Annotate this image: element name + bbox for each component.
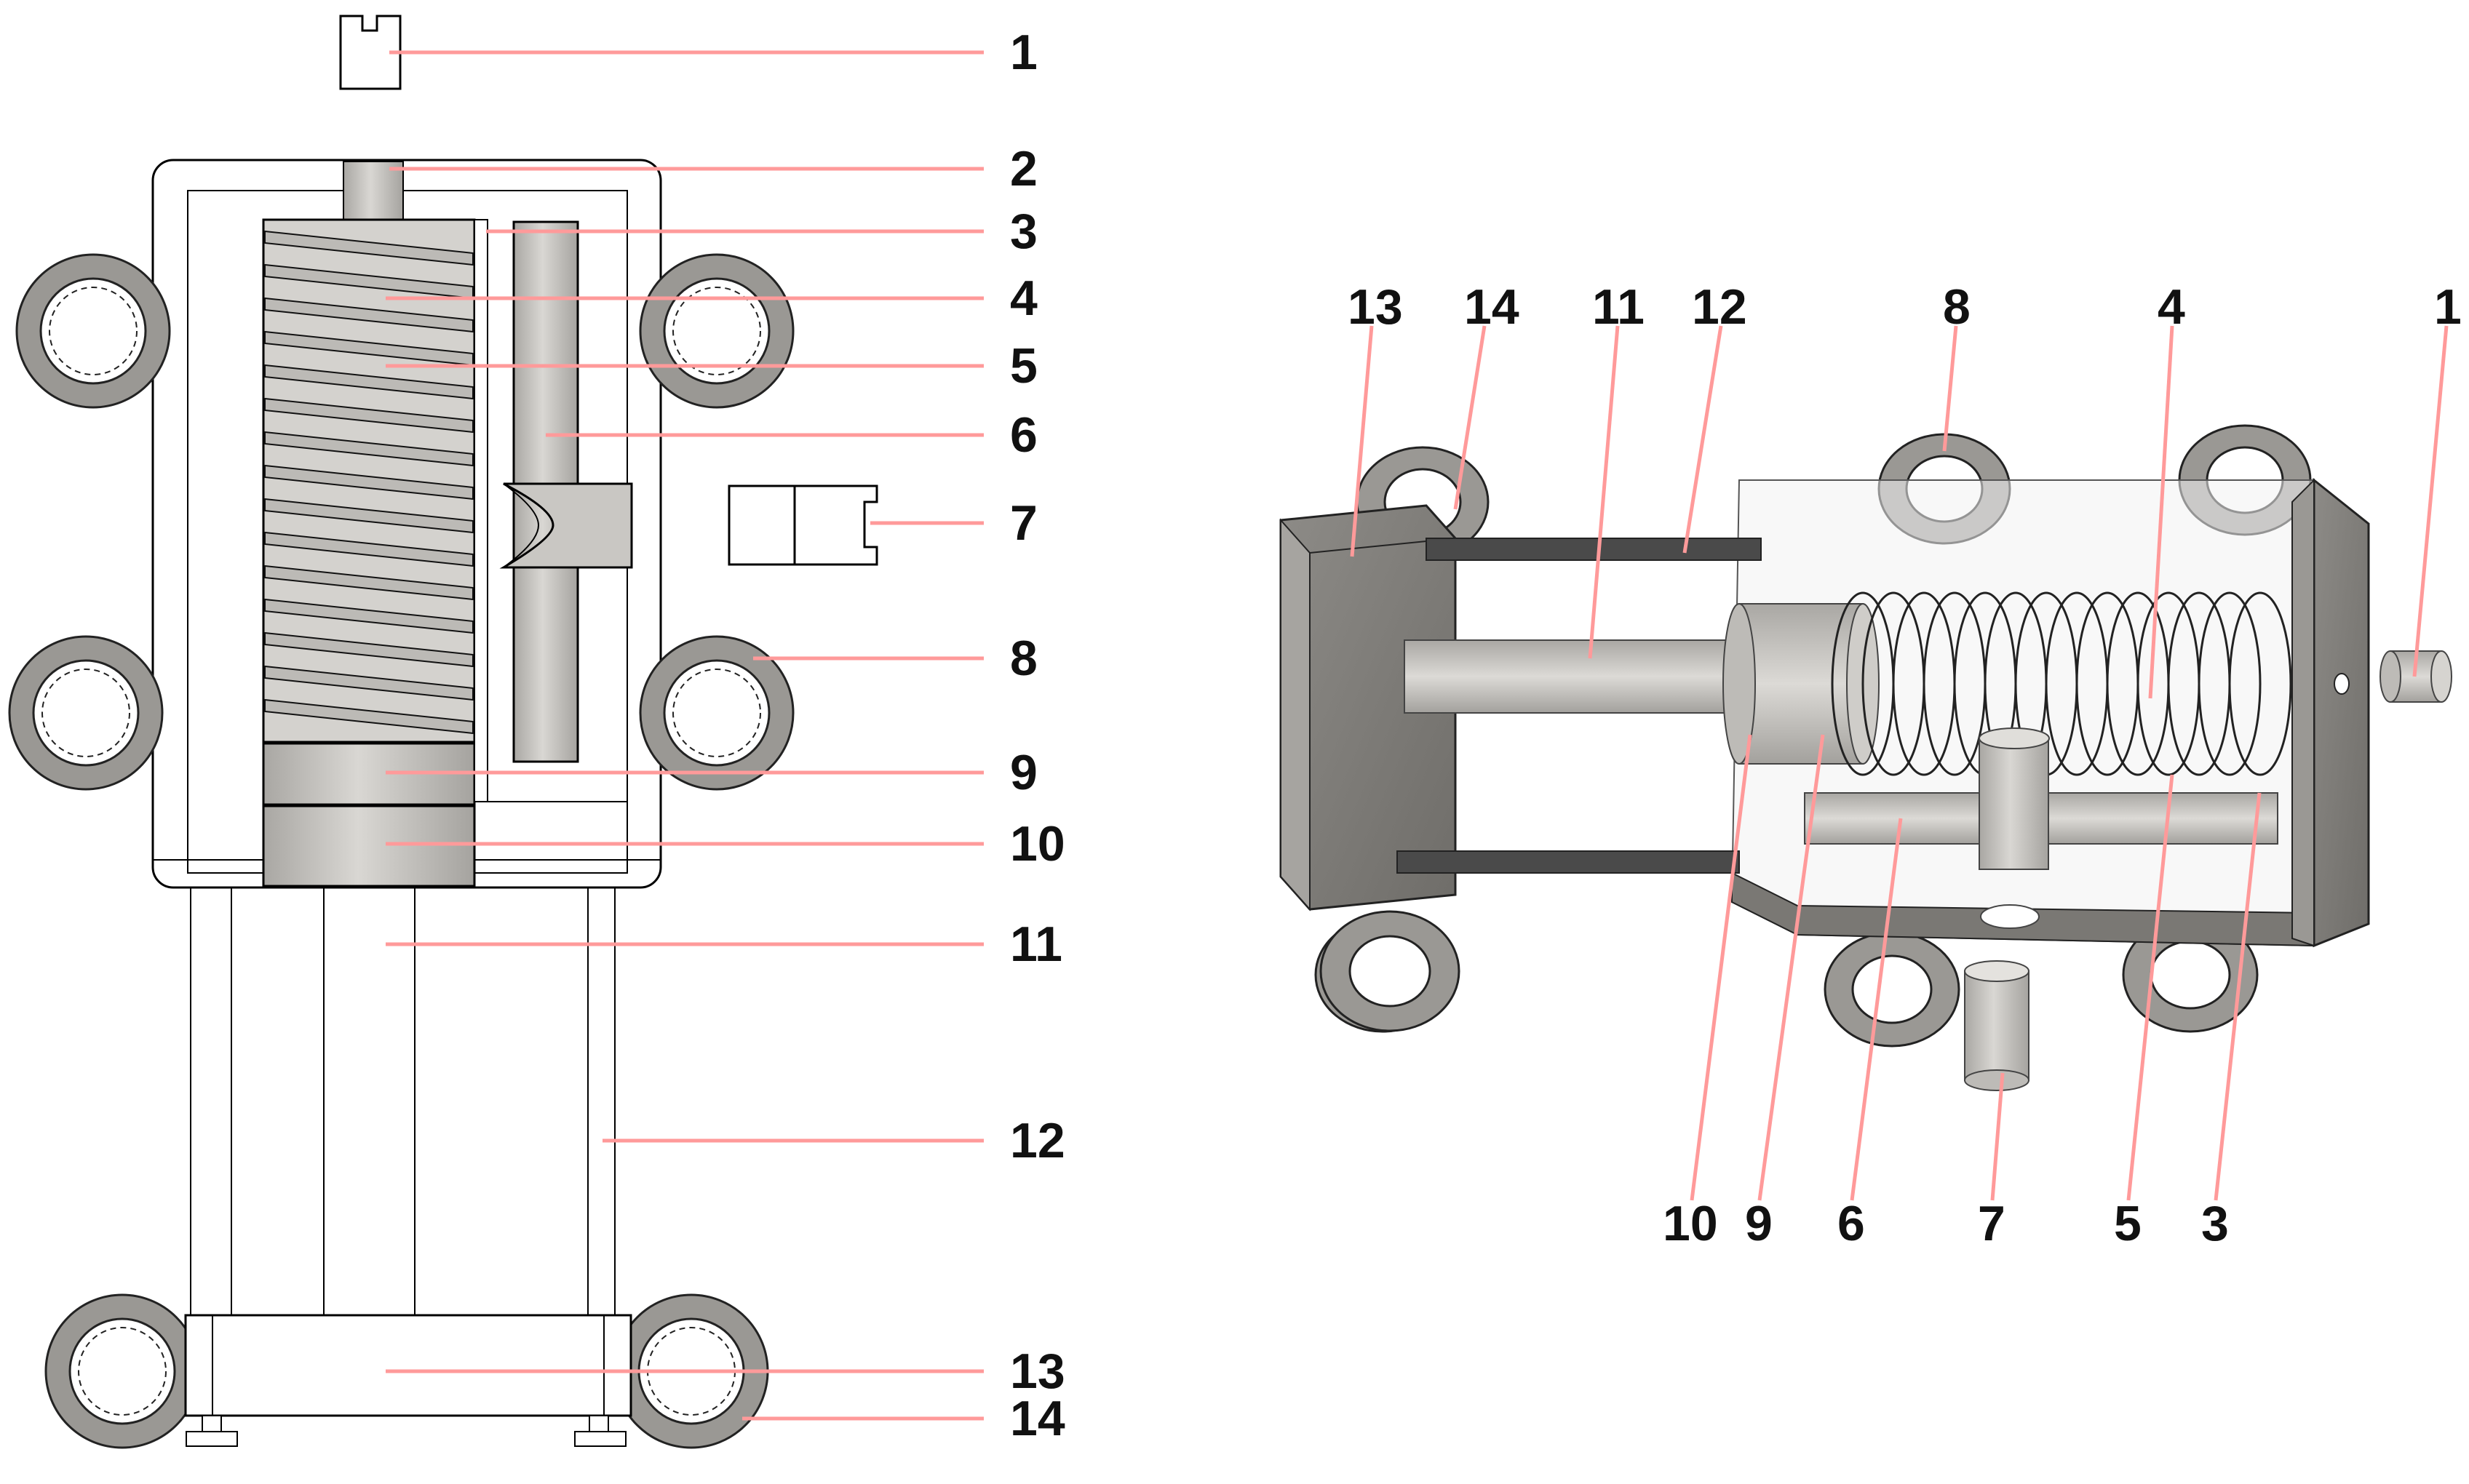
front-callout-labels: 1 2 3 4 5 6 7 8 9 10 11 12 13 14 [1010,25,1065,1446]
front-callout-3: 3 [1010,204,1038,259]
iso-tie-rods [1396,538,1762,874]
part-2-pin [343,161,404,222]
spring-coil [264,665,474,701]
spring-coil [264,531,474,567]
front-callout-14: 14 [1010,1391,1065,1446]
ring-top-left [15,253,171,409]
front-callout-4: 4 [1010,271,1038,326]
iso-callout-10: 10 [1663,1196,1718,1251]
spring-coil [264,565,474,601]
iso-callout-7: 7 [1978,1196,2005,1251]
front-callout-1: 1 [1010,25,1038,80]
mounting-rings [8,253,795,1449]
spring-coil [264,631,474,668]
spring-assembly [262,218,476,743]
front-callout-11: 11 [1010,917,1062,972]
front-callout-5: 5 [1010,338,1038,394]
iso-callout-14: 14 [1464,279,1519,335]
part-1-plug [339,15,402,90]
front-callout-13: 13 [1010,1344,1065,1399]
spring-coil [264,498,474,534]
spring-coil [264,297,474,333]
spring-coil [264,364,474,400]
iso-part-7 [1964,960,2029,1091]
spring-coil [264,397,474,434]
iso-callout-11: 11 [1592,279,1645,335]
spring-coil [264,464,474,500]
iso-top-callouts: 13 14 11 12 8 4 1 [1348,279,2462,335]
iso-bottom-callouts: 10 9 6 7 5 3 [1663,1196,2229,1251]
iso-spring-coil [2198,591,2262,776]
iso-spring-coils [1831,591,2292,776]
ring-top-right [639,253,795,409]
ring-mid-right [639,635,795,791]
iso-view: 13 14 11 12 8 4 1 10 9 6 7 5 3 [1279,279,2462,1251]
iso-callout-13: 13 [1348,279,1403,335]
iso-callout-8: 8 [1943,279,1971,335]
front-callout-9: 9 [1010,745,1038,800]
iso-left-plate [1279,504,1457,911]
front-callout-10: 10 [1010,816,1065,871]
iso-leaders [1350,325,2449,1201]
iso-callout-4: 4 [2158,279,2185,335]
spring-coils [264,230,474,735]
guide-rods [190,887,616,1317]
front-callout-12: 12 [1010,1113,1065,1168]
part-14-feet [186,1415,627,1447]
front-leaders [386,50,984,1421]
iso-rod-6 [1804,727,2278,929]
iso-spring-coil [2228,591,2292,776]
iso-ring-5 [1824,931,1960,1048]
iso-callout-12: 12 [1692,279,1747,335]
ring-mid-left [8,635,164,791]
spring-coil [264,230,474,266]
front-view: 1 2 3 4 5 6 7 8 9 10 11 12 13 14 [8,15,1065,1449]
iso-callout-6: 6 [1837,1196,1865,1251]
iso-rod-11 [1404,639,1784,714]
iso-callout-9: 9 [1745,1196,1773,1251]
front-callout-7: 7 [1010,495,1038,551]
front-callout-6: 6 [1010,407,1038,463]
iso-callout-3: 3 [2201,1196,2229,1251]
iso-callout-1: 1 [2434,279,2462,335]
part-10-base [262,805,476,887]
spring-coil [264,598,474,634]
front-callout-8: 8 [1010,631,1038,686]
spring-coil [264,431,474,467]
ring-bottom-left [44,1293,200,1449]
iso-callout-5: 5 [2114,1196,2142,1251]
part-7-key [728,484,878,566]
iso-ring-front [1319,910,1460,1032]
spring-coil [264,698,474,735]
iso-piston [1722,603,1880,765]
front-callout-2: 2 [1010,141,1038,196]
part-13-block [184,1314,632,1417]
